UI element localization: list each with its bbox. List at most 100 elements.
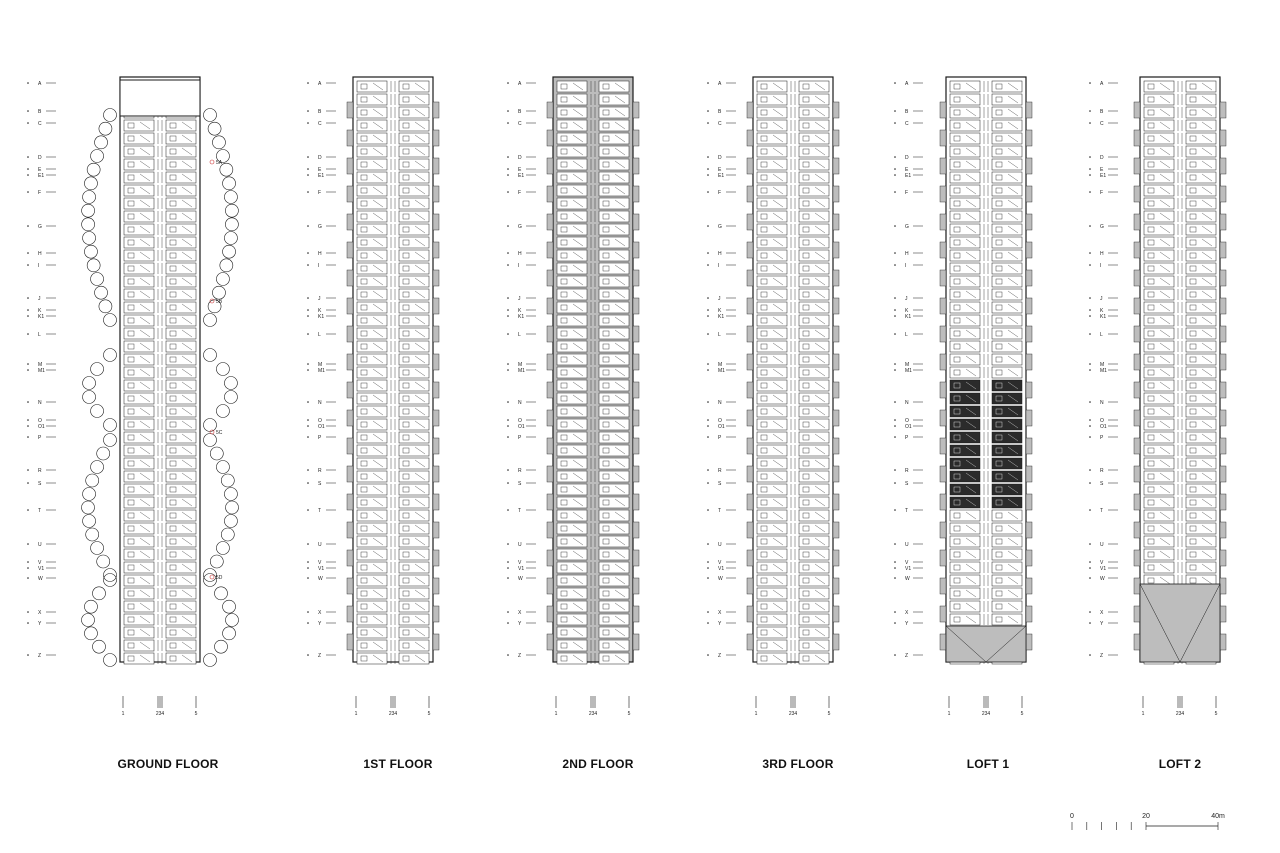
- room-fixture: [402, 590, 410, 597]
- apartment-cell: [123, 379, 155, 392]
- room-detail: [1007, 381, 1019, 390]
- room-detail: [814, 459, 826, 468]
- balcony-right: [1025, 437, 1033, 455]
- room-fixture: [995, 291, 1003, 298]
- room-fixture: [1189, 408, 1197, 415]
- grid-row-label: K1: [318, 314, 324, 320]
- room-detail: [1159, 420, 1171, 429]
- room-fixture: [169, 330, 177, 337]
- apartment-cell: [798, 158, 830, 171]
- room-detail: [772, 537, 784, 546]
- room-fixture: [1147, 434, 1155, 441]
- apartment-cell: [356, 106, 388, 119]
- room-detail: [181, 485, 193, 494]
- room-fixture: [602, 161, 610, 168]
- grid-dot: [894, 543, 896, 545]
- apartment-cell: [1185, 262, 1217, 275]
- apartment-cell: [356, 301, 388, 314]
- grid-row-label: C: [905, 121, 909, 127]
- room-fixture: [402, 226, 410, 233]
- room-detail: [1201, 563, 1213, 572]
- room-fixture: [953, 265, 961, 272]
- tree-circle: [203, 313, 217, 327]
- apartment-cell: [598, 223, 630, 236]
- grid-row-label: V1: [318, 566, 324, 572]
- apartment-cell: [598, 431, 630, 444]
- room-detail: [814, 303, 826, 312]
- apartment-cell: [556, 587, 588, 600]
- grid-row-label: C: [318, 121, 322, 127]
- balcony-right: [1219, 465, 1227, 483]
- room-detail: [572, 615, 584, 624]
- room-fixture: [995, 512, 1003, 519]
- room-fixture: [127, 655, 135, 662]
- apartment-cell: [165, 158, 197, 171]
- grid-dot: [307, 315, 309, 317]
- room-detail: [965, 329, 977, 338]
- room-detail: [139, 615, 151, 624]
- room-detail: [572, 186, 584, 195]
- grid-row-label: W: [518, 576, 523, 582]
- room-detail: [1159, 459, 1171, 468]
- apartment-cell: [798, 249, 830, 262]
- room-detail: [772, 342, 784, 351]
- tree-circle: [212, 285, 226, 300]
- balcony-right: [632, 521, 640, 539]
- apartment-cell: [991, 470, 1023, 483]
- room-detail: [1159, 472, 1171, 481]
- apartment-cell: [991, 262, 1023, 275]
- grid-dot: [507, 401, 509, 403]
- grid-dot: [1089, 122, 1091, 124]
- room-fixture: [360, 629, 368, 636]
- room-detail: [139, 654, 151, 663]
- apartment-cell: [556, 106, 588, 119]
- apartment-cell: [398, 301, 430, 314]
- apartment-cell: [123, 301, 155, 314]
- room-fixture: [360, 200, 368, 207]
- room-detail: [414, 407, 426, 416]
- room-detail: [181, 134, 193, 143]
- grid-row-label: I: [318, 263, 319, 269]
- apartment-cell: [398, 392, 430, 405]
- room-fixture: [995, 408, 1003, 415]
- room-fixture: [560, 564, 568, 571]
- tree-circle: [94, 135, 108, 150]
- apartment-cell: [123, 457, 155, 470]
- room-detail: [965, 225, 977, 234]
- grid-row-label: L: [38, 332, 41, 338]
- apartment-cell: [991, 392, 1023, 405]
- room-detail: [1201, 420, 1213, 429]
- room-detail: [965, 420, 977, 429]
- room-fixture: [953, 590, 961, 597]
- room-detail: [614, 485, 626, 494]
- room-detail: [572, 381, 584, 390]
- column-label: 5: [428, 711, 431, 717]
- balcony-left: [746, 213, 754, 231]
- room-fixture: [760, 538, 768, 545]
- room-detail: [1007, 576, 1019, 585]
- room-fixture: [169, 629, 177, 636]
- balcony-left: [1133, 521, 1141, 539]
- room-detail: [372, 498, 384, 507]
- room-fixture: [995, 460, 1003, 467]
- apartment-cell: [356, 210, 388, 223]
- room-fixture: [560, 421, 568, 428]
- room-detail: [1159, 238, 1171, 247]
- room-fixture: [169, 447, 177, 454]
- room-fixture: [402, 616, 410, 623]
- apartment-cell: [949, 535, 981, 548]
- grid-dot: [707, 482, 709, 484]
- room-fixture: [560, 161, 568, 168]
- room-detail: [614, 563, 626, 572]
- apartment-cell: [949, 119, 981, 132]
- apartment-cell: [165, 535, 197, 548]
- balcony-right: [632, 381, 640, 399]
- apartment-cell: [798, 405, 830, 418]
- room-detail: [139, 238, 151, 247]
- room-fixture: [127, 499, 135, 506]
- room-detail: [965, 95, 977, 104]
- grid-dot: [507, 264, 509, 266]
- room-fixture: [360, 304, 368, 311]
